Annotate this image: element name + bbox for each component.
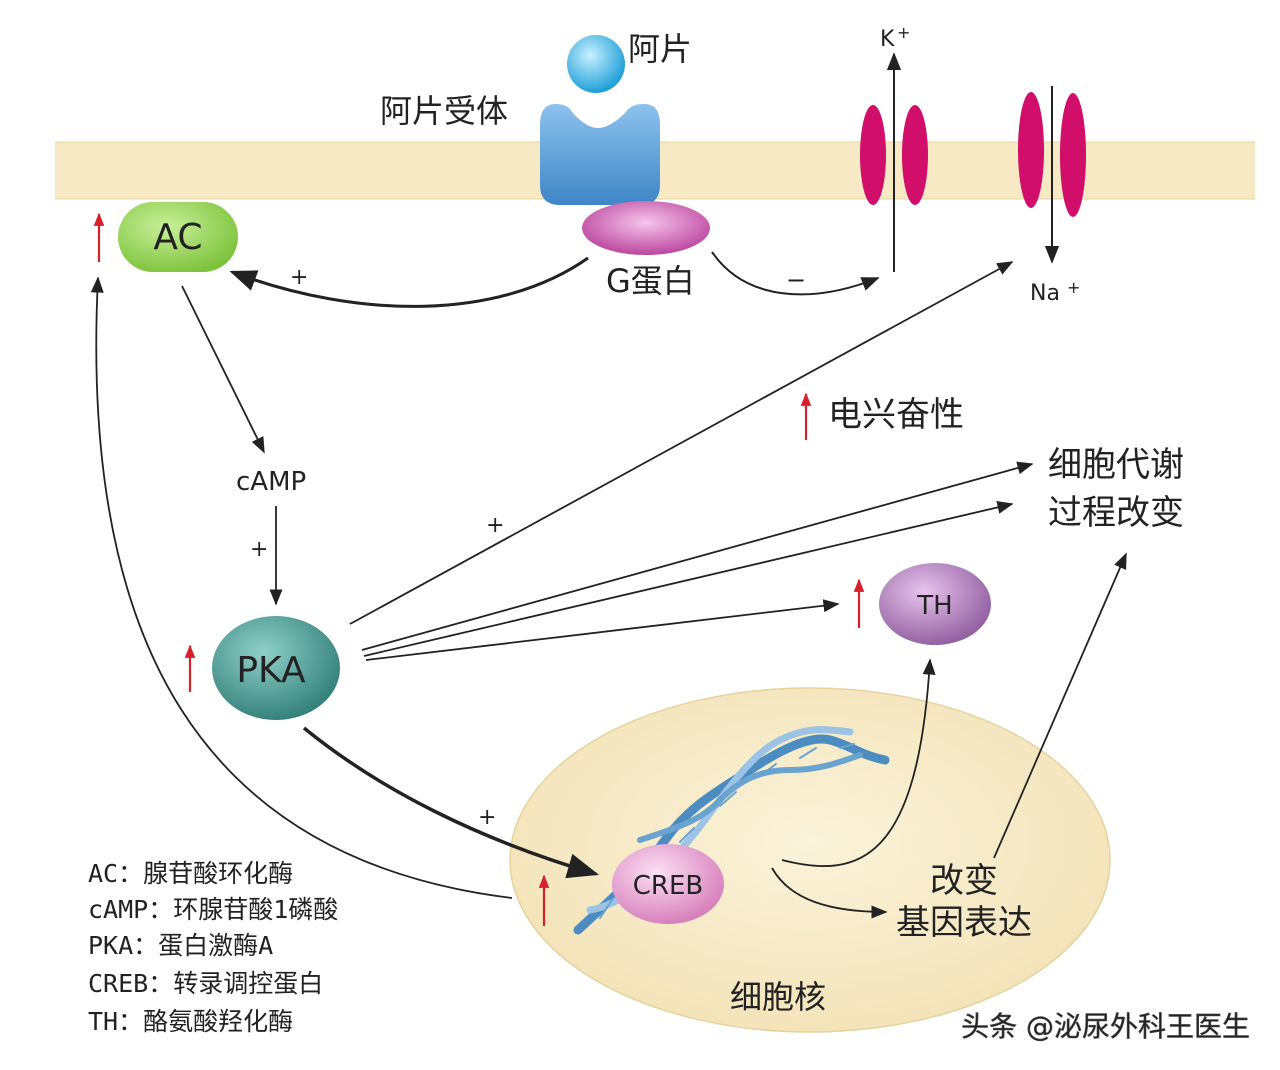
dna-base-pair [679, 827, 695, 843]
ac-label: AC [153, 217, 202, 258]
na-channel-right-subunit [1060, 93, 1086, 217]
opium-molecule [567, 35, 625, 93]
red-up-arrows [93, 212, 865, 926]
pka-to-metabolism-arrow-1 [361, 461, 1034, 651]
creb-label: CREB [633, 871, 703, 901]
dna-base-pair [799, 747, 817, 759]
k-ion-symbol: K [880, 27, 895, 52]
th-label: TH [916, 591, 952, 621]
pka-to-na-plus: + [486, 513, 504, 538]
g-to-k-minus: − [786, 266, 806, 294]
dna-base-pair [719, 791, 737, 807]
ac-node [118, 202, 238, 272]
g-protein-label: G蛋白 [606, 262, 695, 300]
metabolism-label-line1: 细胞代谢 [1048, 445, 1184, 485]
nucleus-shape [509, 687, 1111, 1033]
metabolism-label-line2: 过程改变 [1048, 493, 1184, 533]
pka-to-metabolism-arrow-2 [363, 501, 1014, 657]
dna-base-pair [759, 763, 777, 777]
legend-line: CREB：转录调控蛋白 [88, 969, 323, 998]
na-ion-label: Na + [1030, 278, 1080, 306]
k-ion-label: K + [880, 23, 910, 52]
legend-line: AC：腺苷酸环化酶 [88, 859, 293, 888]
pka-to-creb-arrow [302, 726, 600, 879]
opioid-receptor [540, 104, 660, 205]
k-channel-right-subunit [902, 105, 928, 205]
na-ion-charge: + [1067, 278, 1080, 297]
camp-label: cAMP [236, 467, 306, 497]
ac-to-camp-arrow [181, 285, 265, 454]
pka-to-creb-plus: + [478, 805, 496, 830]
g-to-ac-arrow [229, 256, 589, 308]
legend-line: TH：酪氨酸羟化酶 [88, 1007, 293, 1036]
na-channel-left-subunit [1018, 92, 1044, 208]
na-channel [1018, 92, 1086, 217]
legend-line: PKA：蛋白激酶A [88, 931, 273, 960]
gene-change-label-line1: 改变 [930, 861, 998, 901]
excitability-label: 电兴奋性 [828, 395, 964, 435]
dna-base-pair [599, 899, 613, 919]
opium-label: 阿片 [628, 30, 692, 68]
watermark: 头条 @泌尿外科王医生 [961, 1010, 1250, 1043]
na-ion-symbol: Na [1030, 281, 1060, 306]
th-node [879, 563, 991, 645]
creb-to-th-arrow [781, 658, 936, 867]
pka-to-th-arrow [365, 599, 840, 661]
k-channel [860, 105, 928, 205]
k-channel-left-subunit [860, 105, 886, 205]
g-protein-shape [582, 201, 710, 255]
creb-node [612, 844, 724, 924]
pka-to-na-arrow [349, 261, 1014, 625]
creb-to-gene-arrow [771, 867, 888, 919]
camp-to-pka-plus: + [250, 537, 268, 562]
abbreviation-legend: AC：腺苷酸环化酶 cAMP：环腺苷酸1磷酸 PKA：蛋白激酶A CREB：转录… [88, 859, 338, 1036]
pka-node [212, 616, 340, 720]
dna-strand-3 [637, 752, 863, 843]
k-ion-charge: + [897, 23, 910, 42]
g-to-k-arrow [711, 251, 880, 296]
nucleus-label: 细胞核 [730, 978, 826, 1016]
gene-to-metabolism-arrow [993, 552, 1127, 859]
pka-label: PKA [236, 650, 306, 691]
legend-line: cAMP：环腺苷酸1磷酸 [88, 895, 338, 924]
dna-base-pair [839, 743, 855, 749]
gene-change-label-line2: 基因表达 [896, 903, 1032, 943]
creb-to-ac-feedback-arrow [90, 276, 513, 899]
opium-receptor-label: 阿片受体 [380, 92, 508, 130]
g-to-ac-plus: + [290, 265, 308, 290]
